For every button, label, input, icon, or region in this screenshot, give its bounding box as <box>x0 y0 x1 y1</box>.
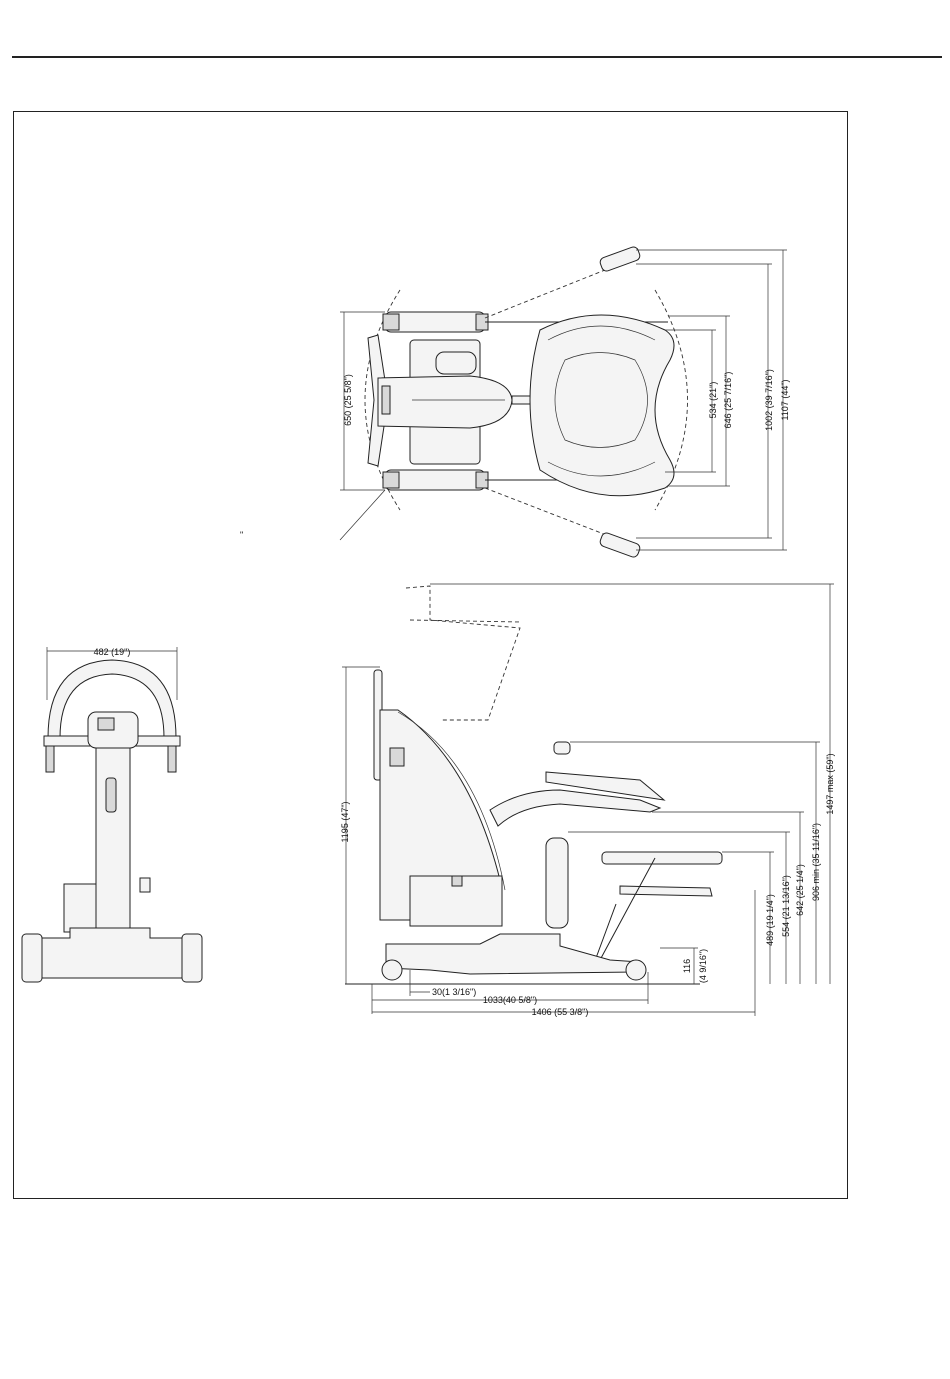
battery-latch <box>452 876 462 886</box>
front-wheel <box>626 960 646 980</box>
dim-1195: 1195 (47") <box>340 801 350 842</box>
boom-raised-arm <box>410 620 520 622</box>
wheel-right <box>182 934 202 982</box>
front-handle <box>106 778 116 812</box>
rear-wheel <box>382 960 402 980</box>
dim-1033: 1033(40 5/8") <box>483 995 537 1005</box>
dim-650: 650 (25 5/8") <box>343 374 353 426</box>
motor-housing <box>64 884 96 932</box>
leg-spread-lower-end <box>599 532 641 559</box>
dim-482: 482 (19") <box>94 647 131 657</box>
control-panel-top <box>382 386 390 414</box>
mast-cap <box>436 352 476 374</box>
dim-489: 489 (19 1/4") <box>765 894 775 946</box>
dim-534: 534 (21") <box>708 382 718 419</box>
leader-line <box>340 490 385 540</box>
side-control <box>390 748 404 766</box>
dim-1002: 1002 (39 7/16") <box>764 369 774 431</box>
stray-mark: " <box>240 530 243 540</box>
front-base <box>40 928 186 978</box>
foot-left <box>46 746 54 772</box>
side-knob <box>140 878 150 892</box>
caster-lower-left <box>383 472 399 488</box>
top-view: 650 (25 5/8") 534 (21") 646 (25 7/16") 1… <box>240 246 790 559</box>
arm-top-hook <box>554 742 570 754</box>
knee-pad <box>546 838 568 928</box>
top-rail-lower <box>385 470 485 490</box>
panel-display <box>98 718 114 730</box>
sling-seat <box>620 886 712 896</box>
boom-raised-outline <box>406 586 520 720</box>
dim-1406: 1406 (55 3/8") <box>532 1007 589 1017</box>
front-view: 482 (19") <box>22 647 202 982</box>
dim-906: 906 min (35 11/16") <box>811 823 821 901</box>
boom-top <box>378 376 512 428</box>
side-base <box>386 934 640 974</box>
sling-bar <box>602 852 722 864</box>
dim-1107: 1107 (44") <box>780 379 790 420</box>
dim-116: 116 <box>682 959 692 973</box>
seat-support-strut <box>600 858 655 960</box>
dim-1497: 1497 max (59") <box>825 753 835 814</box>
side-view: 1195 (47") 489 (19 1/4") 554 (21 13/16")… <box>340 584 835 1017</box>
dim-554: 554 (21 13/16") <box>781 875 791 937</box>
front-column <box>96 748 130 928</box>
dim-642: 642 (25 1/4") <box>795 864 805 916</box>
dim-30: 30(1 3/16") <box>432 987 476 997</box>
caster-upper-left <box>383 314 399 330</box>
dim-116-in: (4 9/16") <box>698 949 708 983</box>
dim-646: 646 (25 7/16") <box>723 372 733 429</box>
wheel-left <box>22 934 42 982</box>
leg-spread-upper-end <box>599 246 641 273</box>
top-rail-upper <box>385 312 485 332</box>
seat-sling <box>530 315 674 496</box>
foot-right <box>168 746 176 772</box>
